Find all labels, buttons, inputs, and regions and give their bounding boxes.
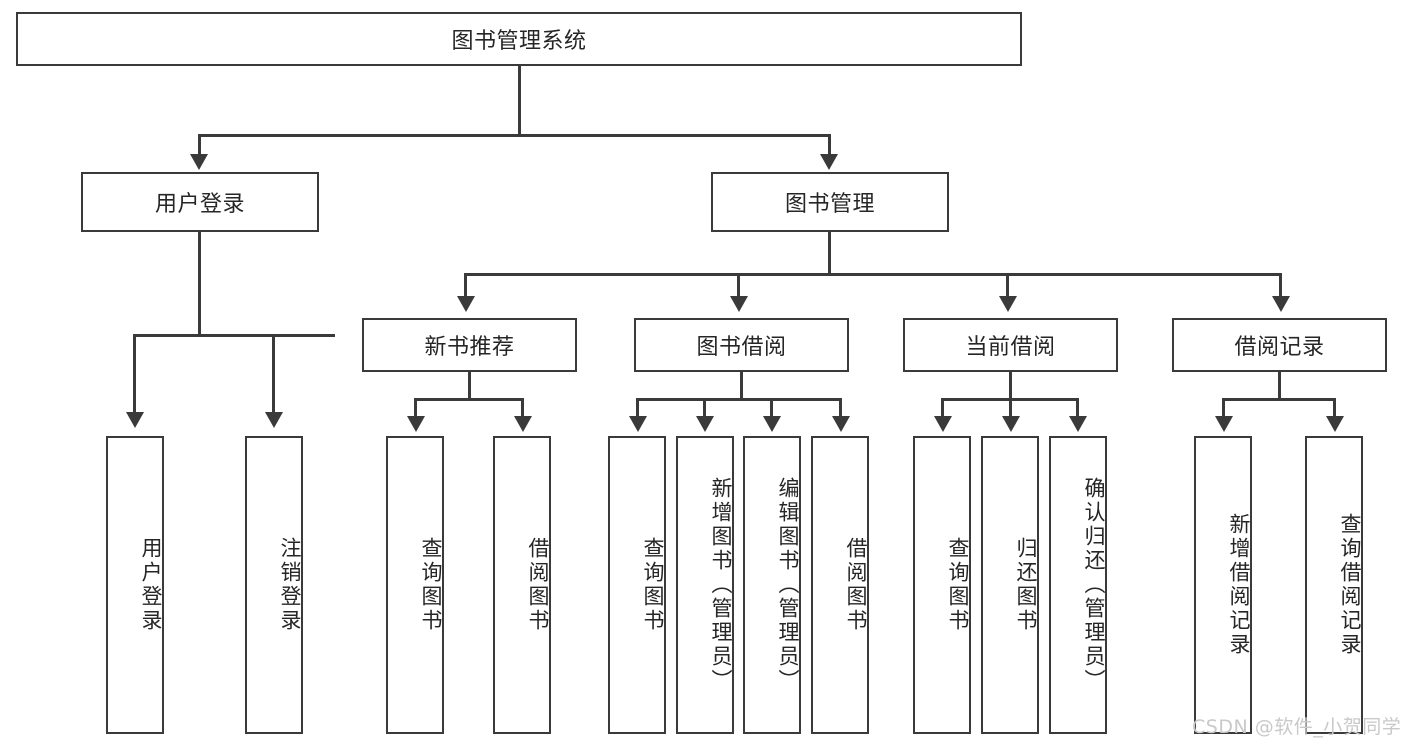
node-label: 借阅图书 [526, 537, 550, 633]
node-label: 用户登录 [154, 192, 245, 217]
arrow-to-leaf-borrow-book-1 [514, 416, 532, 432]
connector-book-management-stem [828, 232, 831, 275]
node-label: 查询图书 [946, 537, 970, 633]
connector-to-borrow-record [1279, 273, 1282, 298]
connector-cb-stem [1009, 372, 1012, 400]
node-leaf-add-book[interactable]: 新增图书（管理员） [676, 436, 734, 734]
connector-to-current-borrow [1006, 273, 1009, 298]
arrow-to-borrow-record [1272, 296, 1290, 312]
arrow-to-leaf-add-borrow-record [1215, 416, 1233, 432]
node-leaf-confirm-return[interactable]: 确认归还（管理员） [1049, 436, 1107, 734]
arrow-to-leaf-logout-login [265, 412, 283, 428]
node-leaf-query-book-2[interactable]: 查询图书 [608, 436, 666, 734]
arrow-to-leaf-add-book [696, 416, 714, 432]
node-label: 查询图书 [419, 537, 443, 633]
connector-to-book-borrow [737, 273, 740, 298]
connector-cb-branch-1 [941, 398, 944, 418]
arrow-to-leaf-borrow-book-2 [832, 416, 850, 432]
arrow-to-leaf-query-borrow-record [1326, 416, 1344, 432]
node-borrow-record[interactable]: 借阅记录 [1172, 318, 1387, 372]
arrow-to-new-book-recommend [457, 296, 475, 312]
connector-br-stem [1278, 372, 1281, 400]
connector-br-bar [1222, 398, 1336, 401]
node-leaf-return-book[interactable]: 归还图书 [981, 436, 1039, 734]
node-label: 编辑图书（管理员） [776, 477, 800, 693]
node-user-login[interactable]: 用户登录 [81, 172, 319, 232]
node-label: 查询图书 [641, 537, 665, 633]
connector-root-to-user-login [198, 134, 201, 156]
connector-cb-branch-2 [1009, 398, 1012, 418]
node-leaf-query-borrow-record[interactable]: 查询借阅记录 [1305, 436, 1363, 734]
arrow-to-book-borrow [730, 296, 748, 312]
node-leaf-borrow-book-2[interactable]: 借阅图书 [811, 436, 869, 734]
node-leaf-edit-book[interactable]: 编辑图书（管理员） [743, 436, 801, 734]
node-label: 新增图书（管理员） [709, 477, 733, 693]
node-label: 当前借阅 [965, 335, 1056, 360]
connector-cb-branch-3 [1076, 398, 1079, 418]
node-label: 图书管理系统 [451, 29, 587, 54]
node-current-borrow[interactable]: 当前借阅 [903, 318, 1118, 372]
node-leaf-query-book-3[interactable]: 查询图书 [913, 436, 971, 734]
node-label: 注销登录 [278, 537, 302, 633]
connector-root-to-book-management [828, 134, 831, 156]
connector-bb-bar [636, 398, 842, 401]
arrow-to-leaf-user-login [126, 412, 144, 428]
arrow-to-current-borrow [999, 296, 1017, 312]
connector-bb-stem [740, 372, 743, 400]
arrow-to-leaf-edit-book [763, 416, 781, 432]
connector-nbr-bar [414, 398, 524, 401]
node-leaf-borrow-book-1[interactable]: 借阅图书 [493, 436, 551, 734]
connector-bb-branch-4 [839, 398, 842, 418]
node-label: 新增借阅记录 [1227, 513, 1251, 657]
connector-user-login-branch-1 [133, 334, 136, 414]
node-label: 查询借阅记录 [1338, 513, 1362, 657]
node-label: 确认归还（管理员） [1082, 477, 1106, 693]
node-label: 图书管理 [784, 192, 875, 217]
arrow-root-to-user-login [190, 154, 208, 170]
node-new-book-recommend[interactable]: 新书推荐 [362, 318, 577, 372]
node-leaf-user-login[interactable]: 用户登录 [106, 436, 164, 734]
connector-user-login-branch-2 [272, 334, 275, 414]
arrow-to-leaf-query-book-1 [407, 416, 425, 432]
connector-bb-branch-1 [636, 398, 639, 418]
node-book-management-system[interactable]: 图书管理系统 [16, 12, 1022, 66]
node-label: 新书推荐 [424, 335, 515, 360]
node-label: 图书借阅 [696, 335, 787, 360]
connector-root-stem [518, 66, 521, 135]
node-leaf-add-borrow-record[interactable]: 新增借阅记录 [1194, 436, 1252, 734]
connector-user-login-bar [133, 334, 335, 337]
node-label: 归还图书 [1014, 537, 1038, 633]
connector-level3-bar [464, 273, 1282, 276]
arrow-to-leaf-return-book [1002, 416, 1020, 432]
csdn-watermark: CSDN @软件_小贺同学 [1192, 716, 1402, 738]
node-book-borrow[interactable]: 图书借阅 [634, 318, 849, 372]
arrow-to-leaf-query-book-3 [934, 416, 952, 432]
connector-nbr-branch-1 [414, 398, 417, 418]
connector-bb-branch-2 [703, 398, 706, 418]
connector-root-bar [198, 134, 831, 137]
connector-nbr-stem [468, 372, 471, 400]
connector-user-login-stem [198, 232, 201, 336]
connector-br-branch-1 [1222, 398, 1225, 418]
connector-nbr-branch-2 [521, 398, 524, 418]
arrow-root-to-book-management [820, 154, 838, 170]
arrow-to-leaf-query-book-2 [629, 416, 647, 432]
arrow-to-leaf-confirm-return [1069, 416, 1087, 432]
node-label: 借阅图书 [844, 537, 868, 633]
node-leaf-logout-login[interactable]: 注销登录 [245, 436, 303, 734]
connector-bb-branch-3 [770, 398, 773, 418]
node-label: 用户登录 [139, 537, 163, 633]
node-label: 借阅记录 [1234, 335, 1325, 360]
connector-to-new-book-recommend [464, 273, 467, 298]
node-book-management[interactable]: 图书管理 [711, 172, 949, 232]
node-leaf-query-book-1[interactable]: 查询图书 [386, 436, 444, 734]
connector-br-branch-2 [1333, 398, 1336, 418]
